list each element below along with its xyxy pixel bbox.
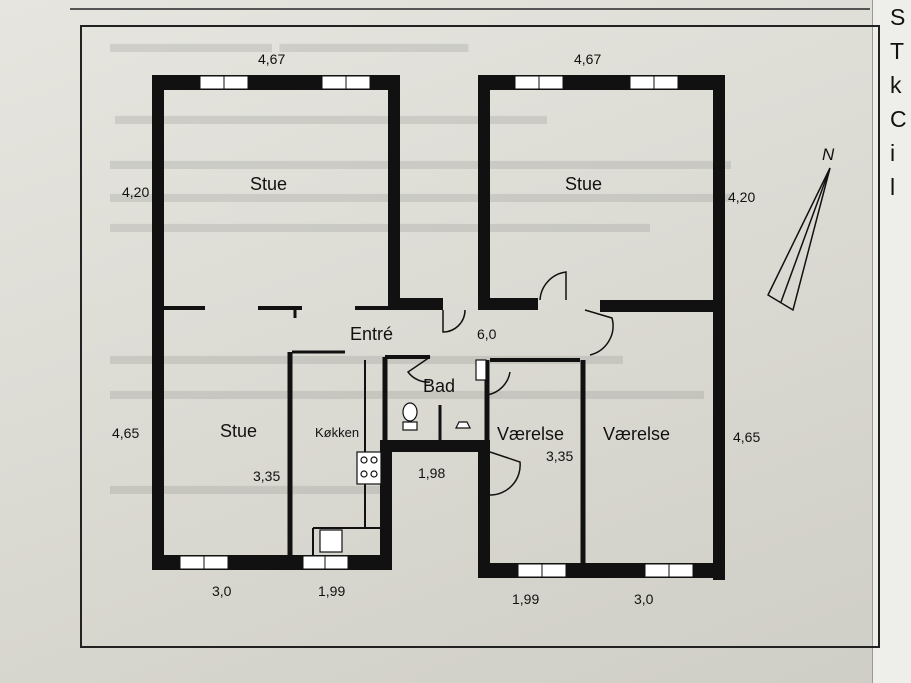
dimension-label: 6,0 xyxy=(477,326,497,342)
side-letter: l xyxy=(890,174,896,200)
door-swing-bedroom-small xyxy=(486,371,511,396)
room-label-stue: Stue xyxy=(220,421,257,441)
plan-frame xyxy=(80,25,880,648)
bleed-through-text: ▬▬▬▬▬▬▬▬▬▬▬▬▬▬▬▬▬▬▬ xyxy=(110,340,623,370)
dimension-label: 1,99 xyxy=(318,583,345,599)
side-letter: T xyxy=(890,38,905,64)
bath-fixture xyxy=(475,359,487,381)
dimension-label: 3,0 xyxy=(212,583,232,599)
dimension-label: 4,67 xyxy=(258,51,285,67)
side-letter: S xyxy=(890,4,906,30)
north-arrow xyxy=(767,167,831,312)
washbasin xyxy=(455,421,471,429)
room-label-kokken: Køkken xyxy=(315,425,359,440)
dimension-label: 4,65 xyxy=(733,429,760,445)
dimension-label: 3,35 xyxy=(253,468,280,484)
room-label-entre: Entré xyxy=(350,324,393,344)
wall-left-outer xyxy=(152,75,164,570)
north-label: N xyxy=(822,145,835,164)
toilet xyxy=(402,402,418,422)
wall-hall-top-right xyxy=(478,298,538,310)
room-label-bad: Bad xyxy=(423,376,455,396)
wall-corridor-top xyxy=(380,440,490,452)
side-letter: i xyxy=(890,140,896,166)
side-letter: k xyxy=(890,72,902,98)
doors xyxy=(406,271,614,496)
room-label-stue: Stue xyxy=(250,174,287,194)
windows xyxy=(179,75,694,578)
bleed-through-text: ▬▬▬▬▬▬▬▬▬▬▬▬▬▬▬▬▬▬▬▬▬▬ xyxy=(110,375,704,405)
walls xyxy=(152,75,725,580)
room-label-vaerelse: Værelse xyxy=(497,424,564,444)
room-label-vaerelse: Værelse xyxy=(603,424,670,444)
bleed-through-text: ▬▬▬▬▬▬▬▬▬▬▬▬▬▬▬▬▬▬▬▬▬▬▬ xyxy=(110,145,731,175)
dimension-label: 3,0 xyxy=(634,591,654,607)
interior-walls xyxy=(164,306,586,565)
side-letter: C xyxy=(890,106,907,132)
wall-right-unit-left xyxy=(478,75,490,305)
bleed-through-text: ▬▬▬▬▬▬▬▬▬▬▬▬▬▬▬▬▬▬▬▬▬▬▬ xyxy=(110,178,731,208)
room-label-stue: Stue xyxy=(565,174,602,194)
dimension-label: 4,67 xyxy=(574,51,601,67)
dimension-label: 4,20 xyxy=(122,184,149,200)
door-swing-bad xyxy=(406,356,431,383)
dimension-label: 4,20 xyxy=(728,189,755,205)
door-swing-stue-right xyxy=(539,271,567,301)
dimension-label: 3,35 xyxy=(546,448,573,464)
kitchen-sink xyxy=(319,529,343,553)
dimension-label: 1,98 xyxy=(418,465,445,481)
adjacent-page-text: S T k C i l xyxy=(890,0,911,204)
stove xyxy=(356,451,382,485)
bleed-through-text: ▬▬▬▬▬▬▬▬▬▬▬▬▬▬▬▬▬▬▬▬ xyxy=(110,208,650,238)
door-swing-vaerelse xyxy=(584,309,614,356)
wall-vaerelse-left-lower xyxy=(478,445,490,578)
wall-right-unit-divider xyxy=(600,300,713,312)
wall-kitchen-right-lower xyxy=(380,445,392,570)
bleed-through-text: ▬▬▬▬▬▬ ▬▬▬▬▬▬▬ xyxy=(110,28,469,58)
dimension-label: 1,99 xyxy=(512,591,539,607)
dimension-label: 4,65 xyxy=(112,425,139,441)
wall-right-outer xyxy=(713,75,725,580)
door-swing-corridor xyxy=(489,451,521,496)
bleed-through-text: ▬▬▬▬▬▬▬▬▬▬▬▬▬▬▬▬ xyxy=(115,100,547,130)
wall-hall-top-left xyxy=(388,298,443,310)
fixtures xyxy=(319,359,487,553)
wall-left-unit-right xyxy=(388,75,400,310)
door-swing-hall xyxy=(442,309,466,333)
wall-top-right xyxy=(478,75,718,90)
page-top-rule xyxy=(70,8,870,10)
